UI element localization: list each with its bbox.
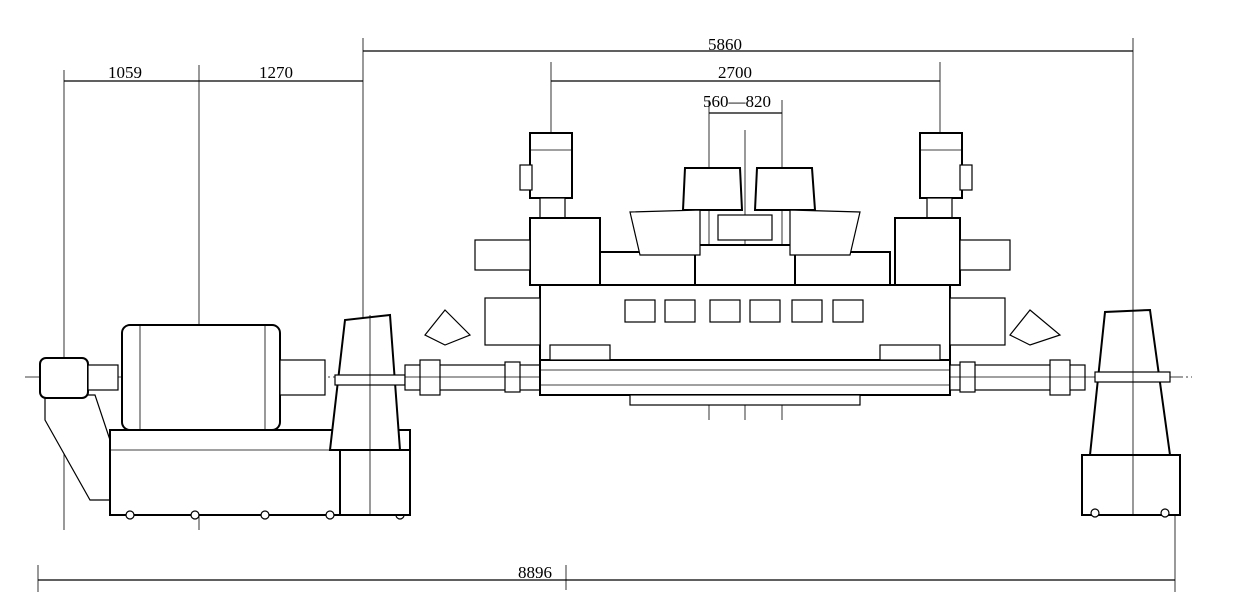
dim-2700: 2700 [718,63,752,82]
central-stand [539,244,951,406]
right-drive-shaft [949,359,1086,396]
dim-8896: 8896 [518,563,552,582]
left-gearbox [328,313,411,516]
dim-1270: 1270 [259,63,293,82]
dim-5860: 5860 [708,35,742,54]
dim-1059: 1059 [108,63,142,82]
upper-roll-heads [629,167,861,256]
dim-560-820: 560—820 [703,92,771,111]
left-screwdown-motor [424,132,601,346]
right-screwdown-motor [894,132,1062,346]
right-gearbox [1081,308,1181,518]
left-drive-shaft [404,359,541,396]
